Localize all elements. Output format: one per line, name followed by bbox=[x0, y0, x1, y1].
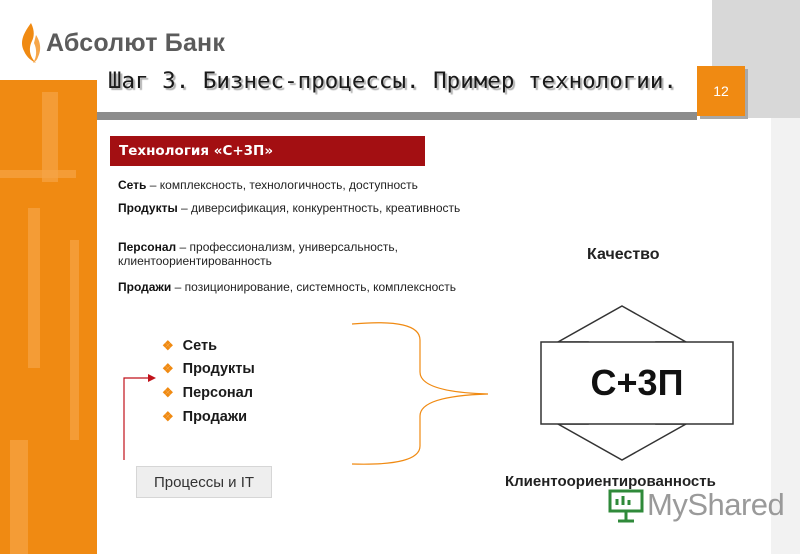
description-item: Сеть – комплексность, технологичность, д… bbox=[118, 178, 488, 192]
bullet-label: Продукты bbox=[182, 361, 255, 377]
description-term: Продукты bbox=[118, 201, 178, 215]
diamond-bullet-icon: ❖ bbox=[162, 385, 174, 400]
center-box-fill bbox=[559, 343, 715, 423]
page-number-badge: 12 bbox=[697, 66, 745, 116]
band-stripe bbox=[0, 170, 76, 178]
bullet-label: Сеть bbox=[182, 338, 218, 354]
diamond-bullet-icon: ❖ bbox=[162, 361, 174, 376]
description-term: Сеть bbox=[118, 178, 147, 192]
description-item: Персонал – профессионализм, универсально… bbox=[118, 240, 488, 268]
band-stripe bbox=[10, 440, 28, 554]
description-text: – комплексность, технологичность, доступ… bbox=[146, 178, 418, 192]
title-underline bbox=[97, 112, 697, 120]
band-stripe bbox=[42, 92, 58, 182]
presentation-board-icon bbox=[608, 489, 644, 523]
description-term: Продажи bbox=[118, 280, 172, 294]
processes-box: Процессы и IT bbox=[136, 466, 272, 498]
quality-label: Качество bbox=[587, 246, 660, 263]
brand-logo: Абсолют Банк bbox=[18, 18, 225, 68]
slide-title: Шаг 3. Бизнес-процессы. Пример технологи… bbox=[108, 68, 677, 94]
watermark-text: MyShared bbox=[647, 487, 785, 522]
description-item: Продажи – позиционирование, системность,… bbox=[118, 280, 488, 294]
left-orange-band bbox=[0, 80, 97, 554]
bullet-item: ❖ Сеть bbox=[162, 338, 217, 354]
description-text: – диверсификация, конкурентность, креати… bbox=[177, 201, 461, 215]
bullet-label: Продажи bbox=[182, 409, 248, 425]
right-stripe bbox=[771, 118, 800, 554]
flame-logo-icon bbox=[22, 23, 41, 63]
bullet-item: ❖ Продукты bbox=[162, 361, 255, 377]
diamond-bullet-icon: ❖ bbox=[162, 338, 174, 353]
description-text: – позиционирование, системность, комплек… bbox=[171, 280, 457, 294]
description-text: – профессионализм, универсальность, клие… bbox=[118, 240, 398, 268]
arrow-line bbox=[123, 377, 148, 460]
bullet-item: ❖ Продажи bbox=[162, 409, 247, 425]
band-stripe bbox=[70, 240, 79, 440]
watermark: MyShared bbox=[607, 487, 785, 523]
bullet-item: ❖ Персонал bbox=[162, 385, 253, 401]
description-term: Персонал bbox=[118, 240, 177, 254]
brand-name: Абсолют Банк bbox=[46, 28, 226, 57]
technology-header: Технология «С+3П» bbox=[110, 136, 425, 166]
diamond-bullet-icon: ❖ bbox=[162, 409, 174, 424]
arrow-head-icon bbox=[148, 374, 156, 382]
description-item: Продукты – диверсификация, конкурентност… bbox=[118, 201, 488, 215]
bullet-label: Персонал bbox=[182, 385, 253, 401]
center-label: С+3П bbox=[590, 362, 684, 403]
band-stripe bbox=[28, 208, 40, 368]
curly-brace bbox=[351, 322, 489, 465]
client-orientation-label: Клиентоориентированность bbox=[505, 473, 716, 490]
